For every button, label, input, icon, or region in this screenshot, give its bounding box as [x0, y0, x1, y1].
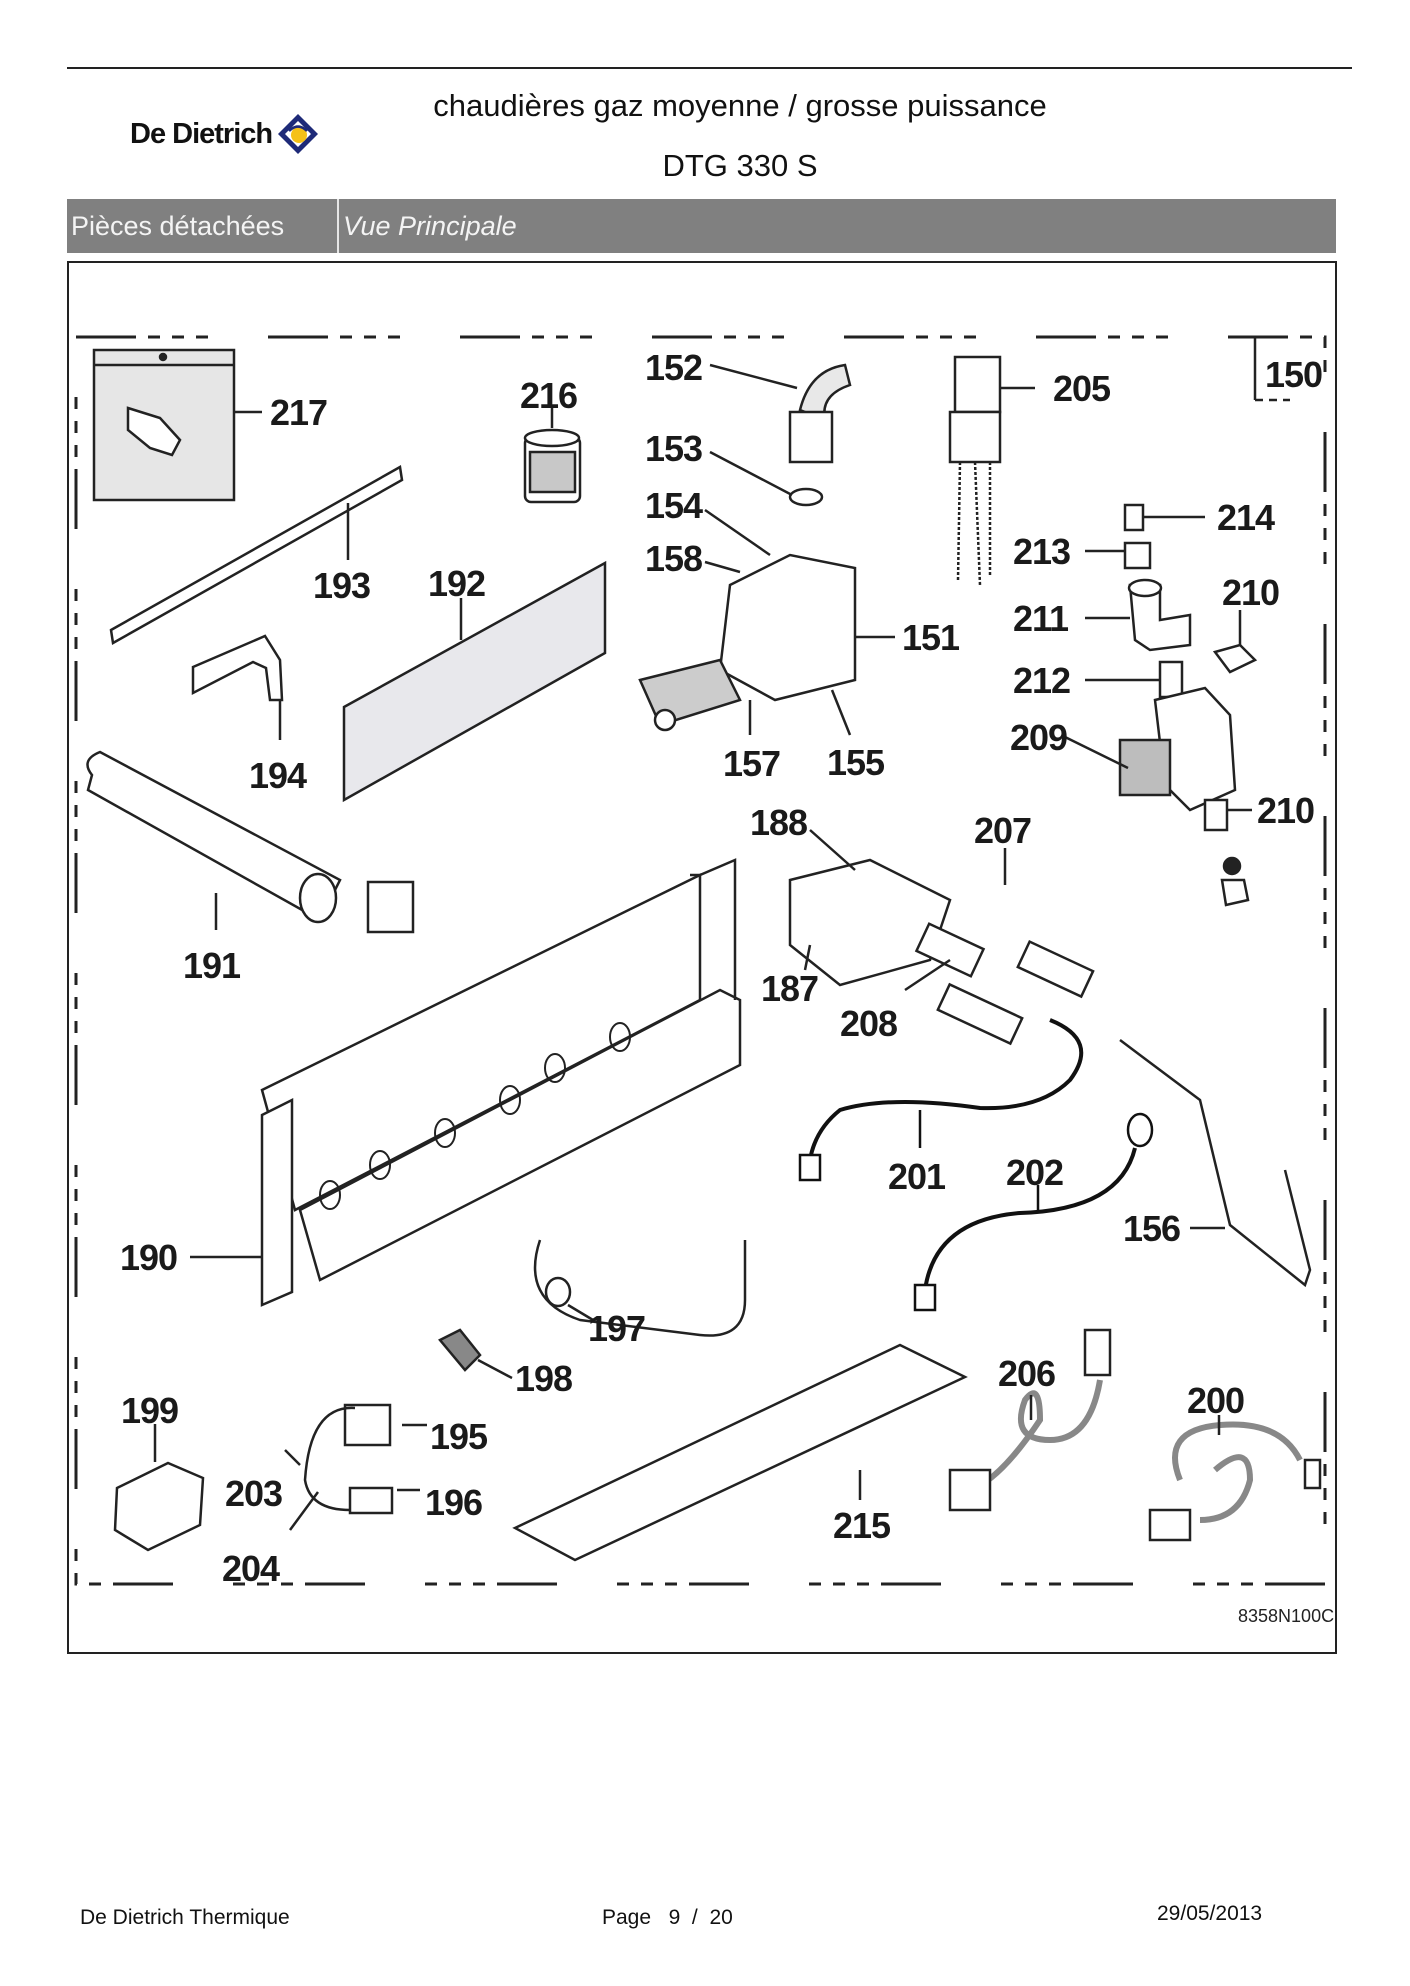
callout-193: 193: [313, 565, 370, 606]
callout-210-top: 210: [1222, 572, 1279, 613]
page-current: 9: [668, 1906, 681, 1929]
group-150-bracket: [1253, 337, 1290, 402]
part-196-connector: [284, 1449, 420, 1531]
footer-page: Page 9 / 20: [602, 1906, 733, 1930]
callout-153: 153: [645, 428, 702, 469]
frame-holes: [319, 1022, 631, 1210]
callout-206: 206: [998, 1353, 1055, 1394]
part-156-pilot-tube: [1119, 1039, 1312, 1288]
part-217-bag: [92, 348, 262, 502]
part-209-solenoid-valve: [1064, 686, 1237, 812]
part-202-earth-cable: [913, 1112, 1154, 1312]
part-153-washer: [709, 450, 824, 507]
page-separator: /: [691, 1906, 698, 1929]
callout-187: 187: [761, 968, 818, 1009]
callout-211: 211: [1013, 598, 1069, 639]
callout-203: 203: [225, 1473, 282, 1514]
footer-date: 29/05/2013: [1157, 1902, 1263, 1925]
part-214-nozzle: [1123, 503, 1205, 532]
callout-198: 198: [515, 1358, 572, 1399]
model-name: DTG 330 S: [662, 148, 818, 183]
part-197-nut: [544, 1276, 594, 1322]
callout-195: 195: [430, 1416, 488, 1457]
part-199-cover: [113, 1424, 205, 1552]
header-rule: [67, 67, 1352, 69]
callout-202: 202: [1006, 1152, 1063, 1193]
callout-200: 200: [1187, 1380, 1244, 1421]
page-label: Page: [602, 1906, 652, 1929]
part-192-panel: [342, 560, 607, 803]
callout-204: 204: [222, 1548, 280, 1589]
callout-158: 158: [645, 538, 702, 579]
callout-151: 151: [902, 617, 960, 658]
page-total: 20: [709, 1906, 733, 1929]
footer-company: De Dietrich Thermique: [80, 1906, 290, 1929]
callout-199: 199: [121, 1390, 178, 1431]
section-bar: Pièces détachées Vue Principale: [67, 199, 1336, 253]
part-u-tube: [533, 1239, 747, 1337]
callout-150: 150: [1265, 354, 1322, 395]
part-206-harness: [948, 1328, 1112, 1512]
drawing-code: 8358N100C: [1238, 1606, 1334, 1626]
part-207-pilot-kit: [788, 829, 1095, 1046]
part-213-reducer: [1085, 541, 1152, 570]
part-205-connector: [948, 355, 1035, 586]
part-194-bracket: [191, 634, 284, 740]
callout-154: 154: [645, 485, 703, 526]
part-152-elbow: [709, 363, 852, 464]
part-216-filter: [523, 405, 582, 504]
brand-logo: De Dietrich: [130, 112, 320, 156]
document-title: chaudières gaz moyenne / grosse puissanc…: [433, 88, 1047, 123]
part-210-fitting-bottom: [1203, 798, 1252, 907]
callout-194: 194: [249, 755, 307, 796]
part-210-fitting-top: [1212, 610, 1258, 674]
callout-201: 201: [888, 1156, 946, 1197]
callout-214: 214: [1217, 497, 1275, 538]
diagram-frame: [67, 261, 1337, 1654]
callout-196: 196: [425, 1482, 482, 1523]
callout-156: 156: [1123, 1208, 1180, 1249]
callout-210-bottom: 210: [1257, 790, 1314, 831]
part-151-gas-valve: [638, 508, 895, 736]
callout-155: 155: [827, 742, 885, 783]
part-211-elbow: [1085, 578, 1192, 652]
assembly-group-border: [74, 335, 1327, 1586]
callout-152: 152: [645, 347, 702, 388]
callout-157: 157: [723, 743, 780, 784]
part-190-burner-frame: [190, 858, 742, 1307]
section-category: Pièces détachées: [67, 199, 339, 253]
de-dietrich-diamond-logo-icon: [278, 114, 319, 154]
part-195-transformer: [303, 1403, 427, 1512]
callout-192: 192: [428, 563, 485, 604]
part-198-clip: [438, 1328, 513, 1380]
callout-216: 216: [520, 375, 577, 416]
callout-209: 209: [1010, 717, 1067, 758]
callout-208: 208: [840, 1003, 897, 1044]
callout-188: 188: [750, 802, 807, 843]
callout-197: 197: [588, 1308, 645, 1349]
part-193-strip: [109, 465, 404, 645]
callout-217: 217: [270, 392, 327, 433]
brand-name: De Dietrich: [130, 117, 273, 150]
callout-212: 212: [1013, 660, 1070, 701]
callout-215: 215: [833, 1505, 891, 1546]
part-191-burner-tube: [86, 750, 415, 934]
callout-205: 205: [1053, 368, 1111, 409]
callout-213: 213: [1013, 531, 1070, 572]
part-215-tray: [512, 1343, 968, 1562]
part-201-ignition-cable: [798, 1018, 1084, 1182]
part-212-nipple: [1085, 660, 1184, 699]
part-200-harness: [1148, 1415, 1322, 1542]
callout-191: 191: [183, 945, 241, 986]
callout-207: 207: [974, 810, 1031, 851]
section-view: Vue Principale: [343, 210, 517, 241]
callout-190: 190: [120, 1237, 177, 1278]
